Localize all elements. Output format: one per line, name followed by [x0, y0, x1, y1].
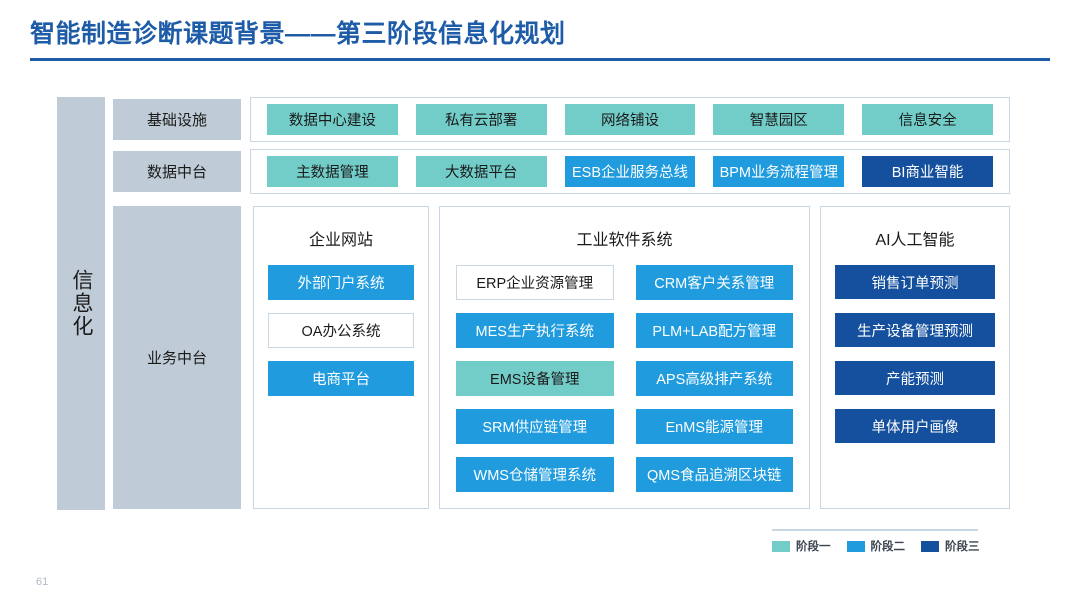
- chip-infra-3[interactable]: 智慧园区: [713, 104, 845, 135]
- legend-item-phase-1: 阶段一: [772, 538, 831, 554]
- legend: 阶段一 阶段二 阶段三: [772, 529, 980, 554]
- chip-infra-4[interactable]: 信息安全: [862, 104, 993, 135]
- item-external-portal[interactable]: 外部门户系统: [268, 265, 414, 300]
- panel-items-ai: 销售订单预测 生产设备管理预测 产能预测 单体用户画像: [835, 265, 995, 457]
- legend-item-phase-3: 阶段三: [921, 538, 980, 554]
- title-underline-rule: [30, 58, 1050, 61]
- panel-title-enterprise-website: 企业网站: [308, 232, 373, 249]
- panel-ai: AI人工智能 销售订单预测 生产设备管理预测 产能预测 单体用户画像: [820, 206, 1010, 509]
- chip-infra-0[interactable]: 数据中心建设: [267, 104, 398, 135]
- panel-items-industrial-software: ERP企业资源管理 MES生产执行系统 EMS设备管理 SRM供应链管理 WMS…: [456, 265, 793, 505]
- chip-data-3[interactable]: BPM业务流程管理: [713, 156, 845, 187]
- panel-items-enterprise-website: 外部门户系统 OA办公系统 电商平台: [268, 265, 414, 409]
- page-number: 61: [36, 576, 49, 588]
- panel-industrial-software: 工业软件系统 ERP企业资源管理 MES生产执行系统 EMS设备管理 SRM供应…: [439, 206, 810, 509]
- row-label-infrastructure: 基础设施: [113, 99, 241, 140]
- legend-label-phase-3: 阶段三: [945, 541, 980, 553]
- panel-enterprise-website: 企业网站 外部门户系统 OA办公系统 电商平台: [253, 206, 429, 509]
- item-capacity-forecast[interactable]: 产能预测: [835, 361, 995, 395]
- item-equipment-maintenance-forecast[interactable]: 生产设备管理预测: [835, 313, 995, 347]
- industrial-software-column-right: CRM客户关系管理 PLM+LAB配方管理 APS高级排产系统 EnMS能源管理…: [635, 265, 793, 505]
- item-mes[interactable]: MES生产执行系统: [456, 313, 614, 348]
- chip-data-4[interactable]: BI商业智能: [862, 156, 993, 187]
- page-title-wrap: 智能制造诊断课题背景——第三阶段信息化规划: [30, 20, 1050, 49]
- industrial-software-column-left: ERP企业资源管理 MES生产执行系统 EMS设备管理 SRM供应链管理 WMS…: [456, 265, 614, 505]
- item-crm[interactable]: CRM客户关系管理: [635, 265, 793, 300]
- item-plm-lab[interactable]: PLM+LAB配方管理: [635, 313, 793, 348]
- item-oa-office[interactable]: OA办公系统: [268, 313, 414, 348]
- item-sales-order-forecast[interactable]: 销售订单预测: [835, 265, 995, 299]
- item-enms[interactable]: EnMS能源管理: [635, 409, 793, 444]
- panel-title-industrial-software: 工业软件系统: [576, 232, 673, 249]
- legend-label-phase-2: 阶段二: [870, 541, 906, 553]
- item-ecommerce-platform[interactable]: 电商平台: [268, 361, 414, 396]
- row-label-business-platform: 业务中台: [113, 206, 241, 509]
- legend-swatch-phase-1-icon: [772, 540, 790, 552]
- row-items-infrastructure: 数据中心建设 私有云部署 网络铺设 智慧园区 信息安全: [258, 101, 1002, 138]
- item-erp[interactable]: ERP企业资源管理: [456, 265, 614, 300]
- legend-swatch-phase-3-icon: [921, 540, 939, 552]
- item-user-profile[interactable]: 单体用户画像: [835, 409, 995, 443]
- item-aps[interactable]: APS高级排产系统: [635, 361, 793, 396]
- legend-item-phase-2: 阶段二: [846, 538, 906, 554]
- legend-swatch-phase-2-icon: [846, 540, 865, 552]
- item-srm[interactable]: SRM供应链管理: [456, 409, 614, 444]
- legend-label-phase-1: 阶段一: [796, 541, 831, 553]
- chip-data-2[interactable]: ESB企业服务总线: [564, 156, 696, 187]
- chip-infra-1[interactable]: 私有云部署: [415, 104, 547, 135]
- row-label-data-platform: 数据中台: [113, 151, 241, 192]
- chip-data-1[interactable]: 大数据平台: [415, 156, 547, 187]
- vertical-axis-label: 信息化: [70, 269, 94, 338]
- chip-data-0[interactable]: 主数据管理: [267, 156, 398, 187]
- chip-infra-2[interactable]: 网络铺设: [564, 104, 696, 135]
- legend-divider: [772, 529, 978, 531]
- panel-title-ai: AI人工智能: [875, 232, 955, 249]
- item-ems[interactable]: EMS设备管理: [456, 361, 614, 396]
- item-qms[interactable]: QMS食品追溯区块链: [635, 457, 793, 492]
- row-items-data-platform: 主数据管理 大数据平台 ESB企业服务总线 BPM业务流程管理 BI商业智能: [258, 153, 1002, 190]
- vertical-axis-bar: 信息化: [57, 97, 105, 510]
- page-title: 智能制造诊断课题背景——第三阶段信息化规划: [30, 20, 566, 48]
- legend-items: 阶段一 阶段二 阶段三: [772, 538, 980, 554]
- item-wms[interactable]: WMS仓储管理系统: [456, 457, 614, 492]
